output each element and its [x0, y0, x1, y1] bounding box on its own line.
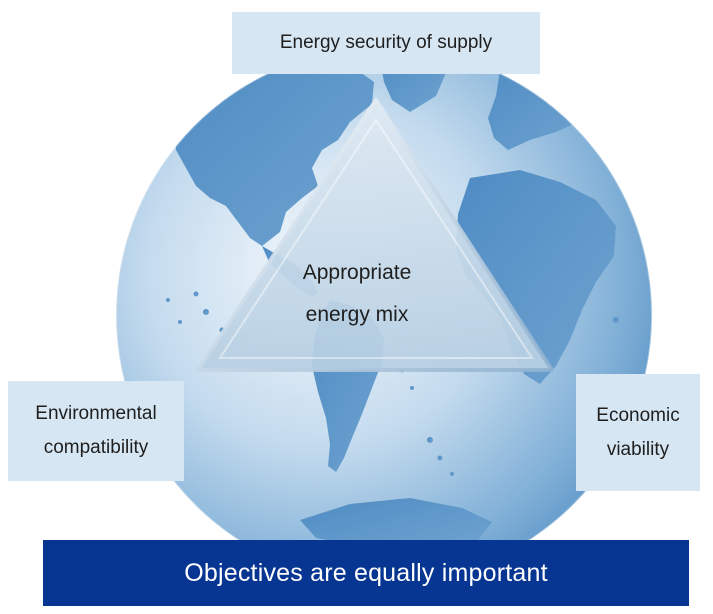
energy-security-box: Energy security of supply: [232, 12, 540, 74]
economic-label-line1: Economic: [596, 404, 680, 426]
economic-label-line2: viability: [606, 438, 670, 460]
environmental-compatibility-box: Environmental compatibility: [8, 381, 184, 481]
center-label-line2: energy mix: [305, 303, 409, 326]
center-label-line1: Appropriate: [302, 261, 412, 284]
environmental-label-line2: compatibility: [43, 437, 149, 458]
objectives-banner: Objectives are equally important: [43, 540, 689, 606]
energy-mix-triangle: [196, 98, 554, 372]
energy-security-label: Energy security of supply: [279, 32, 493, 53]
appropriate-energy-mix-label: Appropriate energy mix: [262, 252, 452, 336]
economic-viability-box: Economic viability: [576, 374, 700, 491]
environmental-label-line1: Environmental: [35, 403, 157, 424]
objectives-banner-text: Objectives are equally important: [184, 558, 548, 587]
